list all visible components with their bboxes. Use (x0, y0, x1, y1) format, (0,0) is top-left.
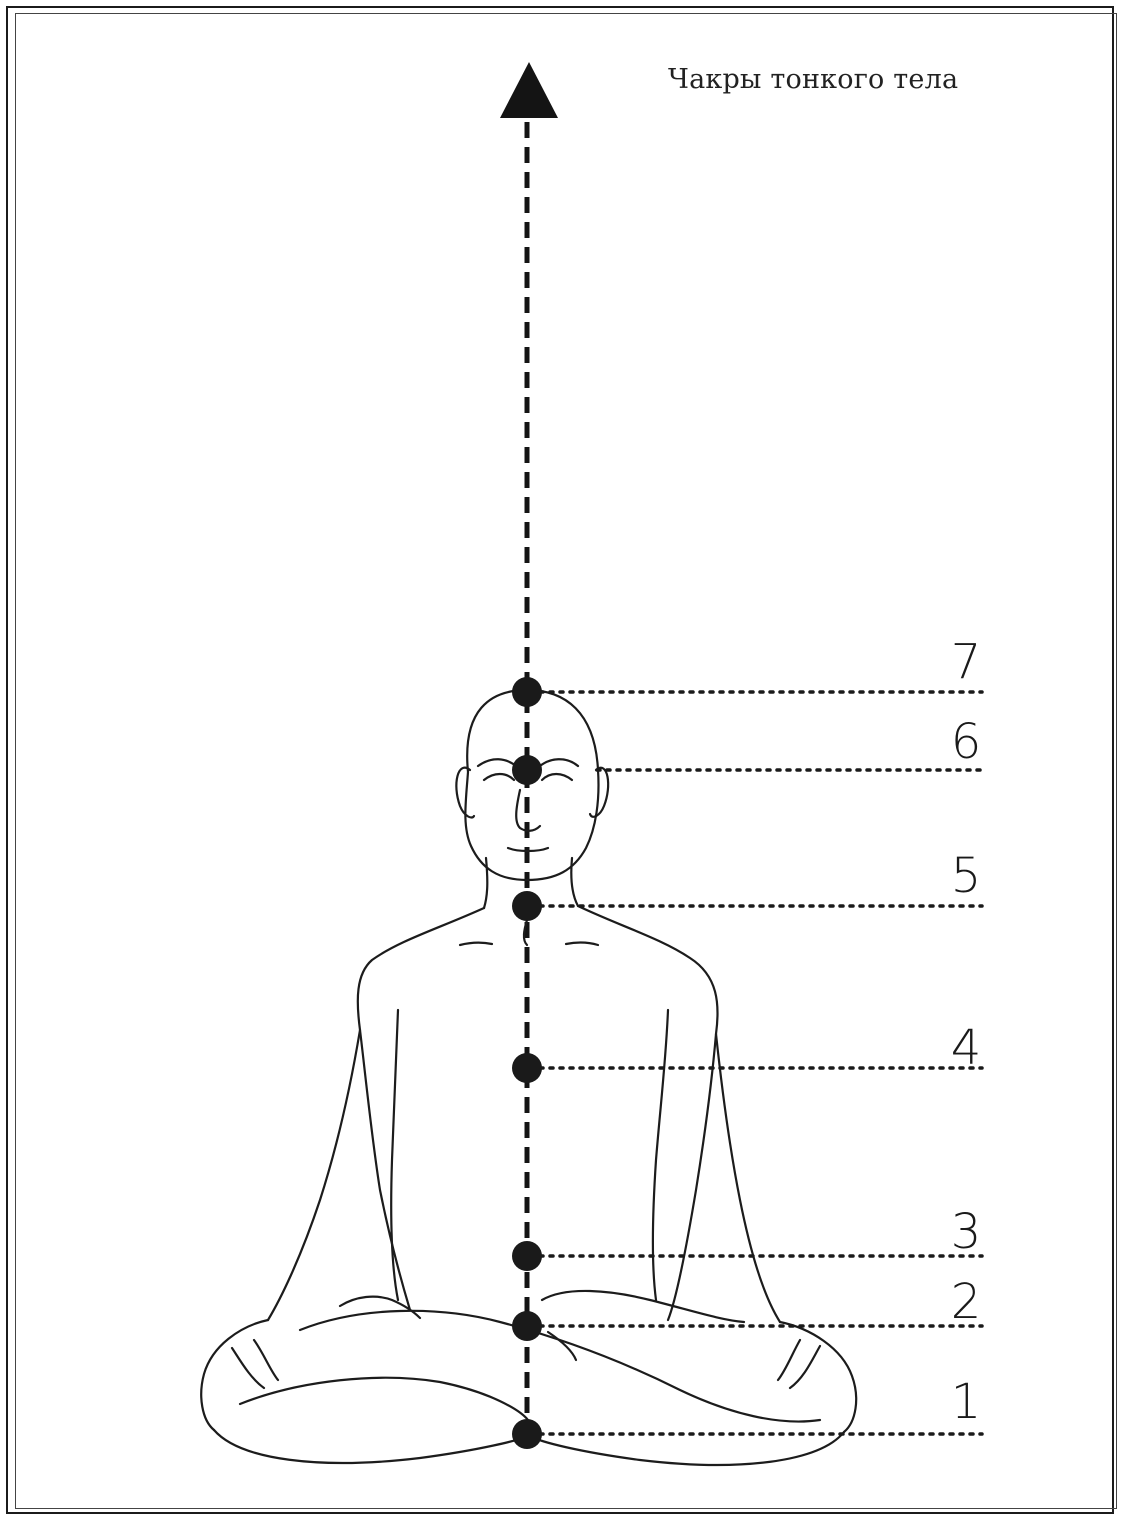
chakra-point-4 (512, 1053, 542, 1083)
figure-eye-right (542, 774, 572, 780)
figure-leg-right (530, 1432, 844, 1465)
chakra-point-5 (512, 891, 542, 921)
figure-knee-fold (548, 1332, 576, 1360)
chakra-point-2 (512, 1311, 542, 1341)
chakra-point-1 (512, 1419, 542, 1449)
chakra-number-4: 4 (936, 1024, 996, 1072)
chakra-point-6 (512, 755, 542, 785)
figure-arm-right (716, 1034, 780, 1322)
chakra-number-1: 1 (936, 1378, 996, 1426)
chakra-point-3 (512, 1241, 542, 1271)
chakra-number-3: 3 (936, 1208, 996, 1256)
chakra-number-7: 7 (936, 638, 996, 686)
figure-collarbone-left (460, 943, 492, 945)
chakra-point-7 (512, 677, 542, 707)
figure-foot-right (542, 1291, 744, 1322)
figure-brow-right (540, 759, 578, 766)
chakra-number-6: 6 (936, 718, 996, 766)
figure-neck-right (571, 858, 578, 906)
figure-torso-right (578, 906, 718, 1320)
chakra-guide-lines (540, 692, 982, 1434)
figure-arm-left (268, 1030, 360, 1320)
chakra-points (512, 677, 542, 1449)
arrow-head-icon (500, 62, 558, 118)
chakra-number-2: 2 (936, 1278, 996, 1326)
figure-torso-left (358, 908, 484, 1310)
figure-hand-right (778, 1322, 856, 1432)
figure-brow-left (478, 759, 516, 766)
figure-eye-left (484, 774, 514, 780)
figure-hand-left (201, 1320, 278, 1430)
chakra-number-5: 5 (936, 852, 996, 900)
figure-leg-left (214, 1430, 528, 1463)
figure-shin-lower (240, 1378, 528, 1420)
figure-collarbone-right (566, 943, 598, 945)
